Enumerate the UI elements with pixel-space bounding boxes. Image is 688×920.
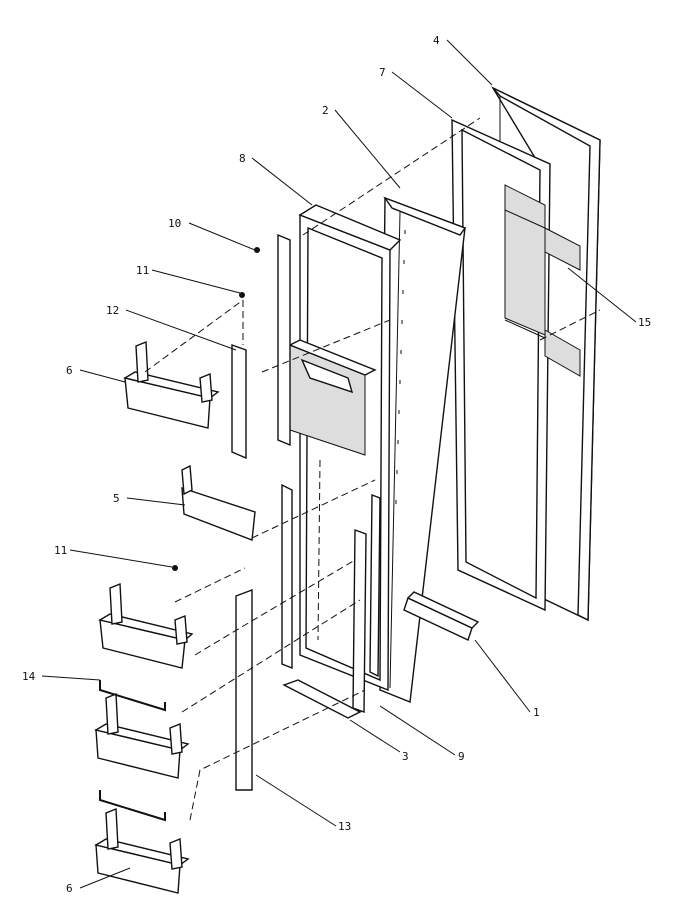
callout-2: 2 <box>322 104 329 117</box>
door-liner <box>379 196 467 703</box>
callout-12: 12 <box>106 304 119 317</box>
callout-14: 14 <box>22 670 36 683</box>
leader-lines <box>41 39 637 889</box>
shelf-retainers <box>277 233 381 713</box>
callout-4: 4 <box>433 34 440 47</box>
kick-plate <box>403 591 480 641</box>
callout-11-top: 11 <box>136 264 149 277</box>
door-bin-lower <box>94 680 190 779</box>
screws <box>172 247 260 571</box>
vertical-trim-13 <box>235 588 253 791</box>
callout-9: 9 <box>458 750 465 763</box>
door-bin-5 <box>181 464 256 541</box>
door-gasket <box>451 118 581 612</box>
inner-door-frame <box>288 204 402 692</box>
door-bin-top <box>123 340 220 429</box>
callout-3: 3 <box>402 750 409 763</box>
door-bin-mid <box>98 582 194 669</box>
callout-11-bottom: 11 <box>54 544 67 557</box>
callout-5: 5 <box>113 492 120 505</box>
door-bin-bottom <box>94 790 190 894</box>
callout-labels: 1 2 3 4 5 6 6 7 8 9 10 11 11 12 13 14 15 <box>22 34 651 895</box>
callout-1: 1 <box>533 706 540 719</box>
callout-8: 8 <box>239 152 246 165</box>
callout-13: 13 <box>338 820 351 833</box>
vertical-trim-12 <box>231 344 247 460</box>
callout-6-top: 6 <box>66 364 73 377</box>
bottom-trim <box>282 679 362 719</box>
callout-7: 7 <box>379 66 386 79</box>
assembly-dashed-lines <box>144 117 601 821</box>
callout-10: 10 <box>168 217 181 230</box>
callout-6-bottom: 6 <box>66 882 73 895</box>
callout-15: 15 <box>638 316 651 329</box>
